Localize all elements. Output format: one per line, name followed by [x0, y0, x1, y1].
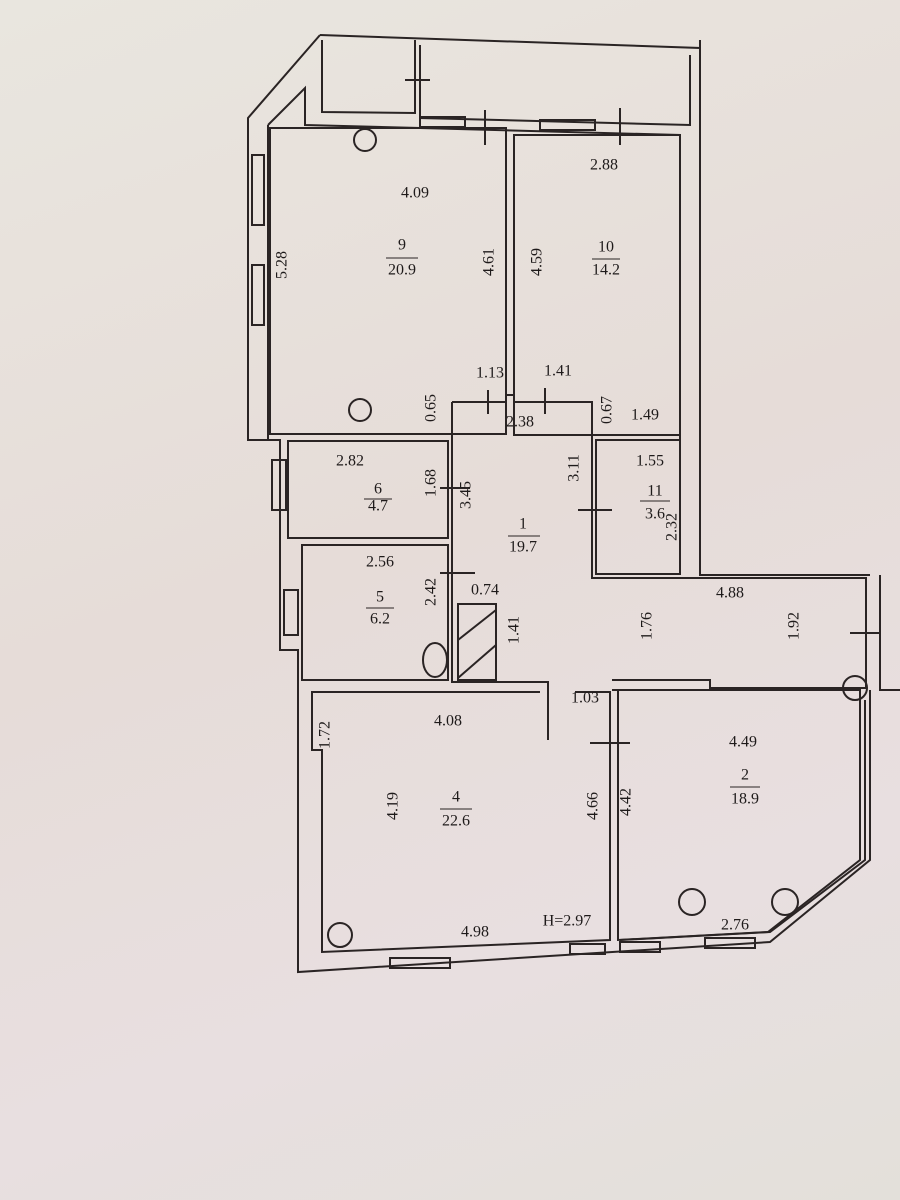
dimension: 1.55	[636, 453, 664, 470]
room-number: 10	[598, 239, 614, 256]
dimension: 0.67	[599, 396, 616, 424]
dimension: 0.74	[471, 582, 499, 599]
room-area: 22.6	[442, 813, 470, 830]
dimension: 1.68	[423, 469, 440, 497]
room-number: 9	[398, 237, 406, 254]
room-5: 5 6.2	[366, 589, 394, 628]
dimension: 1.49	[631, 407, 659, 424]
toilet-icon	[422, 642, 448, 678]
dimension: 4.98	[461, 924, 489, 941]
dimension: 4.09	[401, 185, 429, 202]
room-10: 10 14.2	[592, 239, 620, 279]
dimension: 2.42	[423, 578, 440, 606]
room-area: 4.7	[368, 498, 388, 515]
room-area: 6.2	[370, 611, 390, 628]
room-number: 11	[647, 483, 662, 500]
dimension: 4.59	[529, 248, 546, 276]
dimension: 2.38	[506, 414, 534, 431]
dimension-labels: 4.09 5.28 4.61 0.65 1.13 2.88 4.59 1.41 …	[274, 157, 803, 941]
windows	[251, 116, 756, 969]
room-number: 4	[452, 789, 460, 806]
dimension: 3.45	[458, 481, 475, 509]
column-icon	[771, 888, 799, 916]
room-4: 4 22.6	[440, 789, 472, 830]
room-2: 2 18.9	[730, 767, 760, 808]
dimension: 4.61	[481, 248, 498, 276]
column-icon	[327, 922, 353, 948]
dimension: 4.66	[585, 792, 602, 820]
column-icon	[678, 888, 706, 916]
dimension: 2.32	[664, 513, 681, 541]
dimension: 4.49	[729, 734, 757, 751]
walls	[247, 34, 900, 974]
dimension: 1.03	[571, 690, 599, 707]
dimension: 1.92	[786, 612, 803, 640]
column-icon	[348, 398, 372, 422]
room-area: 14.2	[592, 262, 620, 279]
dimension: 4.42	[618, 788, 635, 816]
dimension: 1.41	[506, 616, 523, 644]
dimension: 1.41	[544, 363, 572, 380]
dimension: 4.19	[385, 792, 402, 820]
room-number: 6	[374, 481, 382, 498]
room-1: 1 19.7	[508, 516, 540, 556]
dimension: 3.11	[566, 454, 583, 481]
dimension: 0.65	[423, 394, 440, 422]
dimension: 2.82	[336, 453, 364, 470]
dimension: 2.76	[721, 917, 749, 934]
door-marks	[405, 40, 880, 744]
room-area: 18.9	[731, 791, 759, 808]
room-area: 19.7	[509, 539, 537, 556]
room-number: 5	[376, 589, 384, 606]
dimension: 4.08	[434, 713, 462, 730]
column-icon	[842, 675, 868, 701]
column-icon	[353, 128, 377, 152]
room-11: 11 3.6	[640, 483, 670, 523]
ceiling-height: H=2.97	[543, 913, 592, 930]
dimension: 4.88	[716, 585, 744, 602]
dimension: 2.88	[590, 157, 618, 174]
dimension: 2.56	[366, 554, 394, 571]
room-number: 1	[519, 516, 527, 533]
dimension: 1.76	[639, 612, 656, 640]
room-area: 20.9	[388, 262, 416, 279]
room-number: 2	[741, 767, 749, 784]
dimension: 1.72	[317, 721, 334, 749]
room-area: 3.6	[645, 506, 665, 523]
room-6: 6 4.7	[364, 481, 392, 515]
dimension: 1.13	[476, 365, 504, 382]
dimension: 5.28	[274, 251, 291, 279]
room-9: 9 20.9	[386, 237, 418, 279]
